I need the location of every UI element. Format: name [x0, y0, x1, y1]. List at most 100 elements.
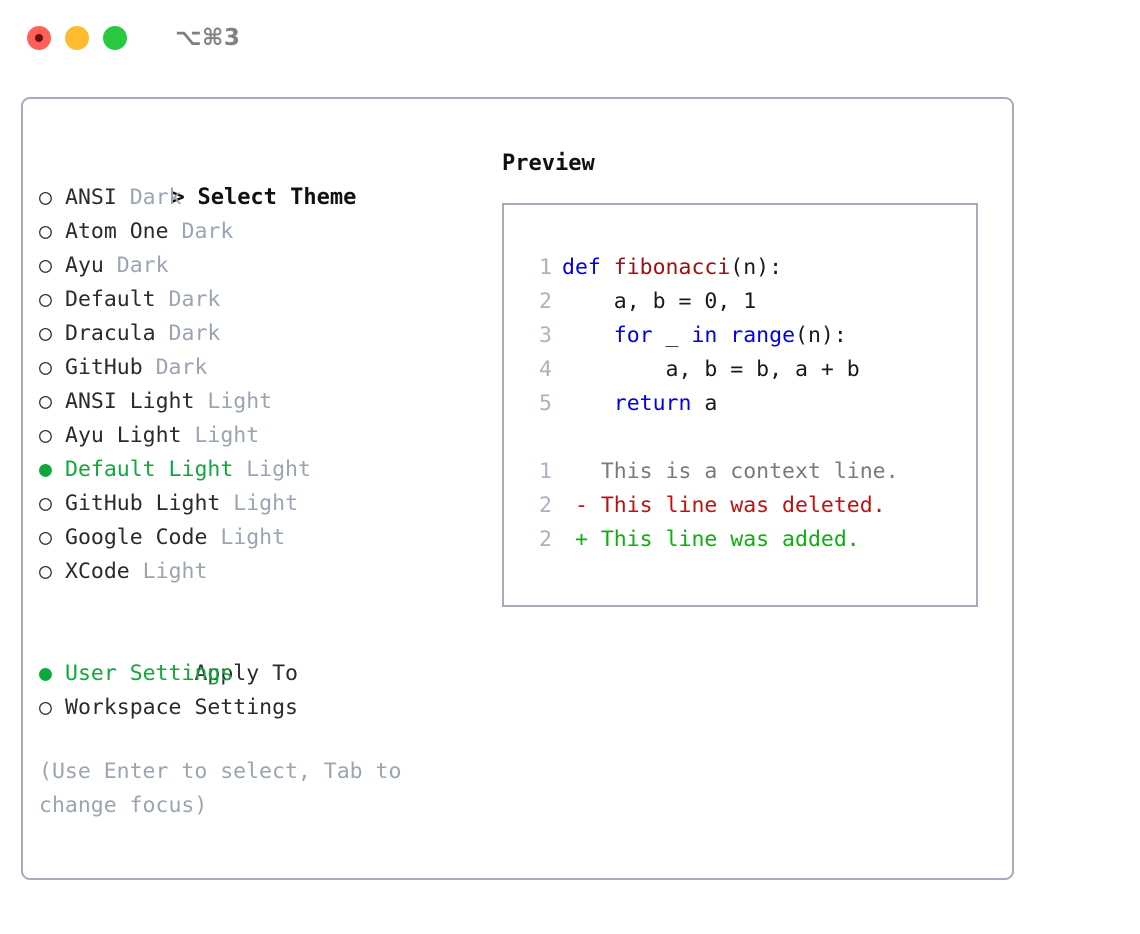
theme-variant-tag: Light: [181, 423, 260, 448]
theme-name: Default Light: [65, 457, 234, 482]
theme-list-item[interactable]: ○ Atom One Dark: [39, 215, 499, 249]
line-number: 2: [539, 289, 552, 314]
theme-picker-panel: >Select Theme ○ANSI Dark○Atom One Dark○A…: [21, 97, 1014, 880]
theme-name: XCode: [65, 559, 130, 584]
close-button[interactable]: [27, 26, 51, 50]
line-number: 2: [539, 527, 552, 552]
theme-list-item[interactable]: ○ Ayu Light Light: [39, 419, 499, 453]
window-shortcut-label: ⌥⌘3: [175, 25, 241, 51]
theme-variant-tag: Light: [220, 491, 299, 516]
theme-name: GitHub: [65, 355, 143, 380]
theme-list-column: >Select Theme ○ANSI Dark○Atom One Dark○A…: [39, 147, 499, 823]
code-token: (n):: [795, 323, 847, 348]
theme-name: Atom One: [65, 219, 169, 244]
title-bar: ⌥⌘3: [0, 0, 1140, 76]
code-diff-separator: [518, 421, 976, 455]
list-gap: [39, 589, 499, 623]
theme-name: ANSI: [65, 185, 117, 210]
traffic-lights: [27, 26, 127, 50]
code-line: 4 a, b = b, a + b: [518, 353, 976, 387]
line-number: 4: [539, 357, 552, 382]
diff-line: 1 This is a context line.: [518, 455, 976, 489]
diff-text: This line was added.: [600, 527, 860, 552]
theme-list-item[interactable]: ○Dracula Dark: [39, 317, 499, 351]
radio-unselected-icon: ○: [39, 491, 52, 516]
radio-unselected-icon: ○: [39, 321, 52, 346]
radio-unselected-icon: ○: [39, 185, 52, 210]
diff-line: 2 - This line was deleted.: [518, 489, 976, 523]
diff-marker: +: [562, 527, 601, 552]
apply-to-item[interactable]: ● User Settings: [39, 657, 499, 691]
radio-unselected-icon: ○: [39, 219, 52, 244]
diff-line: 2 + This line was added.: [518, 523, 976, 557]
theme-variant-tag: Dark: [155, 287, 221, 312]
code-token: a: [691, 391, 718, 416]
code-token: return: [562, 391, 692, 416]
apply-to-label: Workspace Settings: [65, 695, 298, 720]
radio-unselected-icon: ○: [39, 525, 52, 550]
diff-block: 1 This is a context line.2 - This line w…: [518, 455, 976, 557]
theme-variant-tag: Dark: [155, 321, 221, 346]
apply-to-label: User Settings: [65, 661, 234, 686]
code-token: range: [730, 323, 796, 348]
theme-name: Ayu: [65, 253, 104, 278]
theme-variant-tag: Light: [233, 457, 311, 482]
line-number: 2: [539, 493, 552, 518]
line-number: 1: [539, 255, 552, 280]
code-token: for: [562, 323, 653, 348]
radio-unselected-icon: ○: [39, 559, 52, 584]
keyboard-hint: (Use Enter to select, Tab to change focu…: [39, 759, 402, 818]
diff-text: This is a context line.: [600, 459, 899, 484]
theme-list-item[interactable]: ○Google Code Light: [39, 521, 499, 555]
code-line: 5 return a: [518, 387, 976, 421]
theme-variant-tag: Dark: [103, 253, 169, 278]
theme-variant-tag: Light: [207, 525, 286, 550]
radio-selected-icon: ●: [39, 661, 52, 686]
code-token: (n):: [730, 255, 783, 280]
theme-list-item[interactable]: ●Default Light Light: [39, 453, 499, 487]
theme-list-item[interactable]: ○ Default Dark: [39, 283, 499, 317]
apply-to-title: Apply To: [194, 661, 299, 686]
radio-unselected-icon: ○: [39, 355, 52, 380]
diff-marker: -: [562, 493, 601, 518]
theme-list-item[interactable]: ○ GitHub Dark: [39, 351, 499, 385]
radio-unselected-icon: ○: [39, 389, 52, 414]
code-line: 1 def fibonacci(n):: [518, 251, 976, 285]
theme-list-item[interactable]: ○ ANSI Dark: [39, 181, 499, 215]
theme-variant-tag: Dark: [142, 355, 208, 380]
theme-variant-tag: Dark: [116, 185, 182, 210]
theme-variant-tag: Light: [129, 559, 208, 584]
maximize-button[interactable]: [103, 26, 127, 50]
code-line: 2 a, b = 0, 1: [518, 285, 976, 319]
line-number: 3: [539, 323, 552, 348]
page-title: Select Theme: [197, 185, 357, 210]
theme-list-item[interactable]: ○ANSI Light Light: [39, 385, 499, 419]
diff-marker: [562, 459, 601, 484]
radio-unselected-icon: ○: [39, 253, 52, 278]
theme-list: ○ ANSI Dark ○ Atom One Dark ○ Ayu Dark ○ Defaul…: [39, 181, 499, 589]
apply-to-item[interactable]: ○ Workspace Settings: [39, 691, 499, 725]
theme-name: Ayu Light: [65, 423, 182, 448]
theme-name: GitHub Light: [65, 491, 221, 516]
theme-list-item[interactable]: ○ XCode Light: [39, 555, 499, 589]
diff-text: This line was deleted.: [600, 493, 886, 518]
code-line: 3 for _ in range(n):: [518, 319, 976, 353]
theme-list-item[interactable]: ○ GitHub Light Light: [39, 487, 499, 521]
code-token: fibonacci: [613, 255, 731, 280]
radio-unselected-icon: ○: [39, 695, 52, 720]
theme-list-item[interactable]: ○ Ayu Dark: [39, 249, 499, 283]
line-number: 1: [539, 459, 552, 484]
radio-unselected-icon: ○: [39, 423, 52, 448]
code-token: def: [562, 255, 614, 280]
code-token: a, b = b, a + b: [562, 357, 860, 382]
code-token: in: [691, 323, 731, 348]
theme-variant-tag: Dark: [168, 219, 234, 244]
radio-unselected-icon: ○: [39, 287, 52, 312]
theme-name: Default: [65, 287, 156, 312]
minimize-button[interactable]: [65, 26, 89, 50]
line-number: 5: [539, 391, 552, 416]
